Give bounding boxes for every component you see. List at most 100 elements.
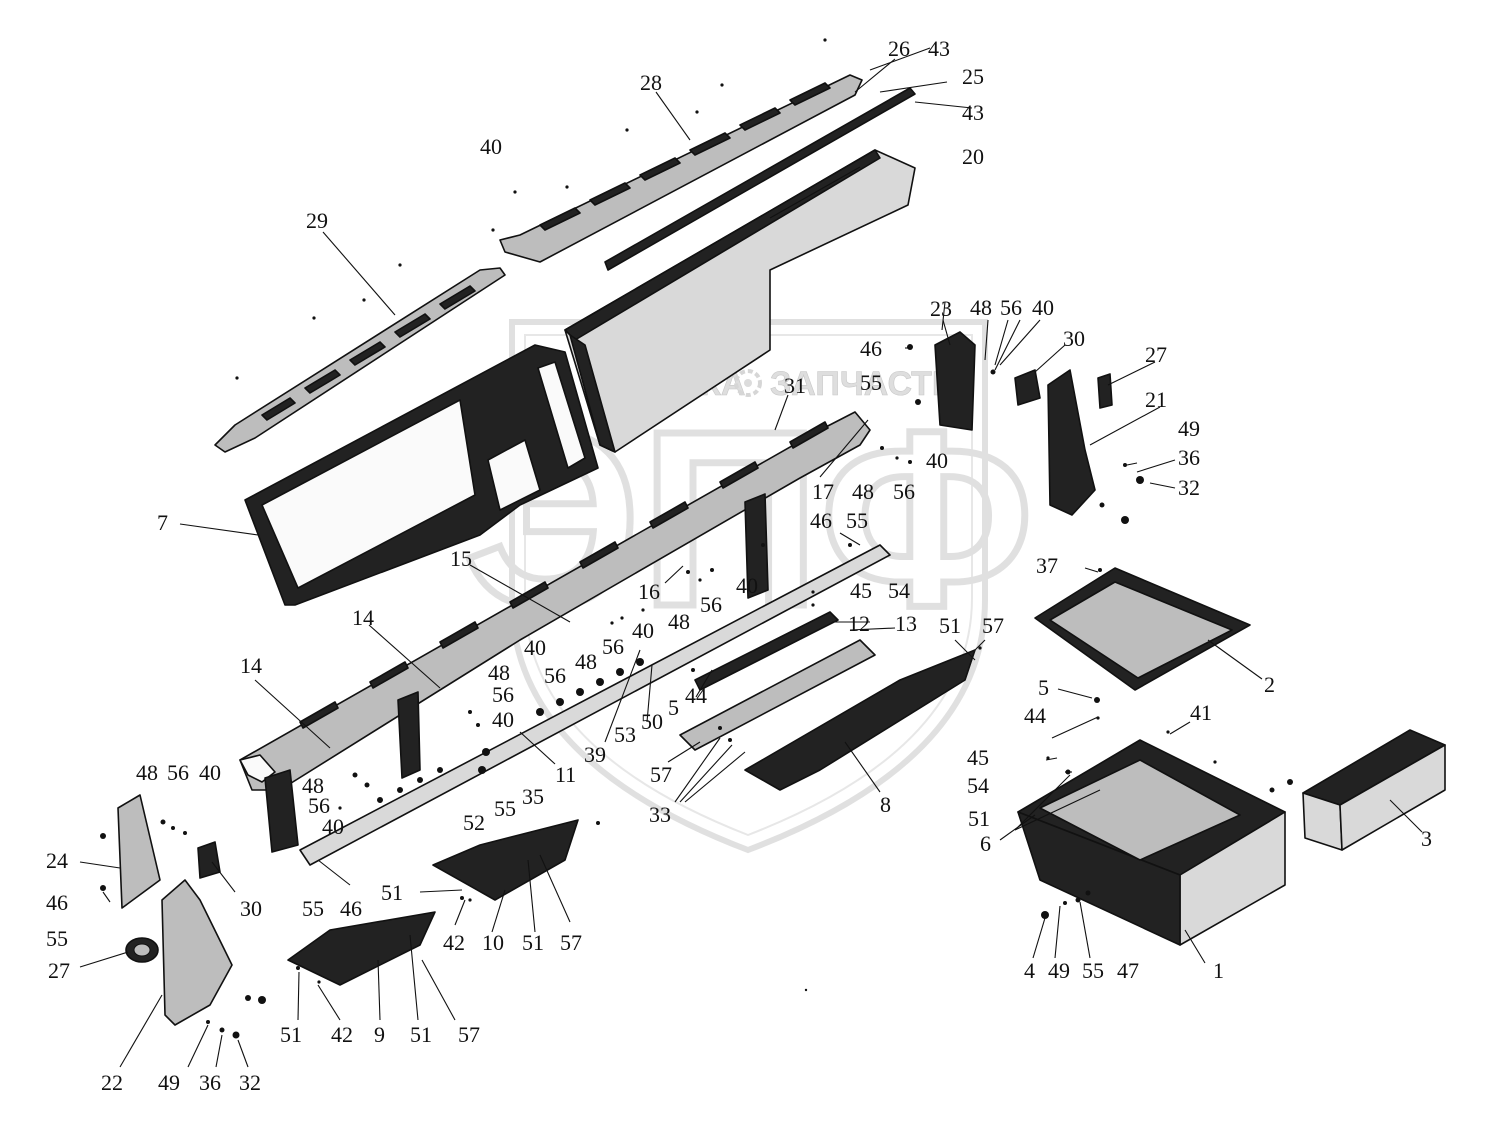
- callout-41: 41: [1190, 700, 1212, 725]
- callout-56-bracket-14-left: 56: [308, 793, 330, 818]
- callout-55-beam-right: 55: [846, 508, 868, 533]
- part-24-bracket: [117, 794, 161, 909]
- part-30-block-left: [197, 841, 221, 879]
- callout-29: 29: [306, 208, 328, 233]
- callout-49-left: 49: [158, 1070, 180, 1095]
- callout-5-right: 5: [1038, 675, 1049, 700]
- callout-36-left: 36: [199, 1070, 221, 1095]
- part-21-side-panel: [1047, 369, 1096, 516]
- callout-50: 50: [641, 709, 663, 734]
- callout-27-left: 27: [48, 958, 70, 983]
- callout-56-mid-a: 56: [602, 634, 624, 659]
- callout-15: 15: [450, 546, 472, 571]
- callout-48-right-bracket: 48: [970, 295, 992, 320]
- callout-48-post: 48: [668, 609, 690, 634]
- callout-27-right: 27: [1145, 342, 1167, 367]
- callout-22: 22: [101, 1070, 123, 1095]
- callout-40-bracket-14: 40: [492, 707, 514, 732]
- part-post-3: [744, 493, 769, 599]
- callout-21: 21: [1145, 387, 1167, 412]
- watermark-gear-icon: [734, 369, 762, 397]
- part-13-plate: [679, 639, 876, 751]
- callout-14-left: 14: [240, 653, 262, 678]
- callout-11: 11: [555, 762, 576, 787]
- part-10-bracket: [432, 819, 579, 901]
- part-27-fitting-right: [1097, 373, 1113, 409]
- callout-52: 52: [463, 810, 485, 835]
- callout-48-bracket-14: 48: [488, 660, 510, 685]
- part-20-upper-panel: [564, 149, 916, 453]
- part-12-plate: [694, 611, 839, 691]
- callout-51-bracket-10-left: 51: [381, 880, 403, 905]
- part-3-small-box: [1302, 729, 1446, 851]
- callout-56-post: 56: [700, 592, 722, 617]
- part-post-1: [264, 769, 299, 853]
- callout-55-lower: 55: [302, 896, 324, 921]
- callout-49-right: 49: [1178, 416, 1200, 441]
- callout-45-middle: 45: [850, 578, 872, 603]
- part-post-2: [397, 691, 421, 779]
- callout-56-right-bracket: 56: [1000, 295, 1022, 320]
- watermark-right-text: ЗАПЧАСТИ: [770, 365, 956, 403]
- callout-32-left: 32: [239, 1070, 261, 1095]
- callout-46-beam-right: 46: [810, 508, 832, 533]
- callout-32-right: 32: [1178, 475, 1200, 500]
- callout-56-left: 56: [167, 760, 189, 785]
- callout-37: 37: [1036, 553, 1058, 578]
- callout-14-middle: 14: [352, 605, 374, 630]
- callout-30-left: 30: [240, 896, 262, 921]
- callout-55-right-bracket: 55: [860, 370, 882, 395]
- watermark-shield-outline: [509, 319, 988, 854]
- callout-23: 23: [930, 296, 952, 321]
- callout-36-right: 36: [1178, 445, 1200, 470]
- part-8-lower-plate: [744, 649, 976, 791]
- callout-54-middle: 54: [888, 578, 910, 603]
- part-27-ring-left-hole: [133, 943, 151, 957]
- fasteners: [100, 38, 1293, 1039]
- callout-44-right: 44: [1024, 703, 1046, 728]
- callout-43-upper: 43: [928, 36, 950, 61]
- callout-55-left: 55: [46, 926, 68, 951]
- callout-48-bracket-14-left: 48: [302, 773, 324, 798]
- callout-labels: 1 2 3 4 5 5 6 7 8 9 10 11 12 13 14 14 15…: [46, 36, 1432, 1095]
- callout-54-right: 54: [967, 773, 989, 798]
- part-2-tray: [1034, 567, 1251, 691]
- callout-5-middle: 5: [668, 695, 679, 720]
- callout-12: 12: [848, 611, 870, 636]
- part-11-lower-rail: [299, 544, 891, 866]
- callout-51-box: 51: [968, 806, 990, 831]
- watermark-gear-hub: [744, 379, 752, 387]
- callout-30-right: 30: [1063, 326, 1085, 351]
- callout-10: 10: [482, 930, 504, 955]
- callout-57-bracket-10: 57: [560, 930, 582, 955]
- part-25-seal-strip: [604, 87, 916, 271]
- callout-51-bracket-9-right: 51: [410, 1022, 432, 1047]
- callout-40-top: 40: [480, 134, 502, 159]
- leader-lines: [79, 47, 1423, 1068]
- callout-40-left: 40: [199, 760, 221, 785]
- callout-40-mid-b: 40: [524, 635, 546, 660]
- callout-33: 33: [649, 802, 671, 827]
- part-22-side-panel: [161, 879, 233, 1026]
- callout-46-lower: 46: [340, 896, 362, 921]
- callout-53: 53: [614, 722, 636, 747]
- callout-13: 13: [895, 611, 917, 636]
- callout-42-bracket-10: 42: [443, 930, 465, 955]
- callout-6: 6: [980, 831, 991, 856]
- callout-39: 39: [584, 742, 606, 767]
- callout-24: 24: [46, 848, 68, 873]
- callout-40-bracket-14-left: 40: [322, 814, 344, 839]
- callout-56-beam-right: 56: [893, 479, 915, 504]
- callout-3: 3: [1421, 826, 1432, 851]
- callout-46-left: 46: [46, 890, 68, 915]
- callout-55-mid: 55: [494, 796, 516, 821]
- callout-47: 47: [1117, 958, 1139, 983]
- callout-20: 20: [962, 144, 984, 169]
- callout-42-bracket-9: 42: [331, 1022, 353, 1047]
- callout-40-mid-a: 40: [632, 618, 654, 643]
- part-30-block-right: [1014, 369, 1041, 406]
- callout-51-bracket-9-left: 51: [280, 1022, 302, 1047]
- callout-2: 2: [1264, 672, 1275, 697]
- callout-35: 35: [522, 784, 544, 809]
- callout-16: 16: [638, 579, 660, 604]
